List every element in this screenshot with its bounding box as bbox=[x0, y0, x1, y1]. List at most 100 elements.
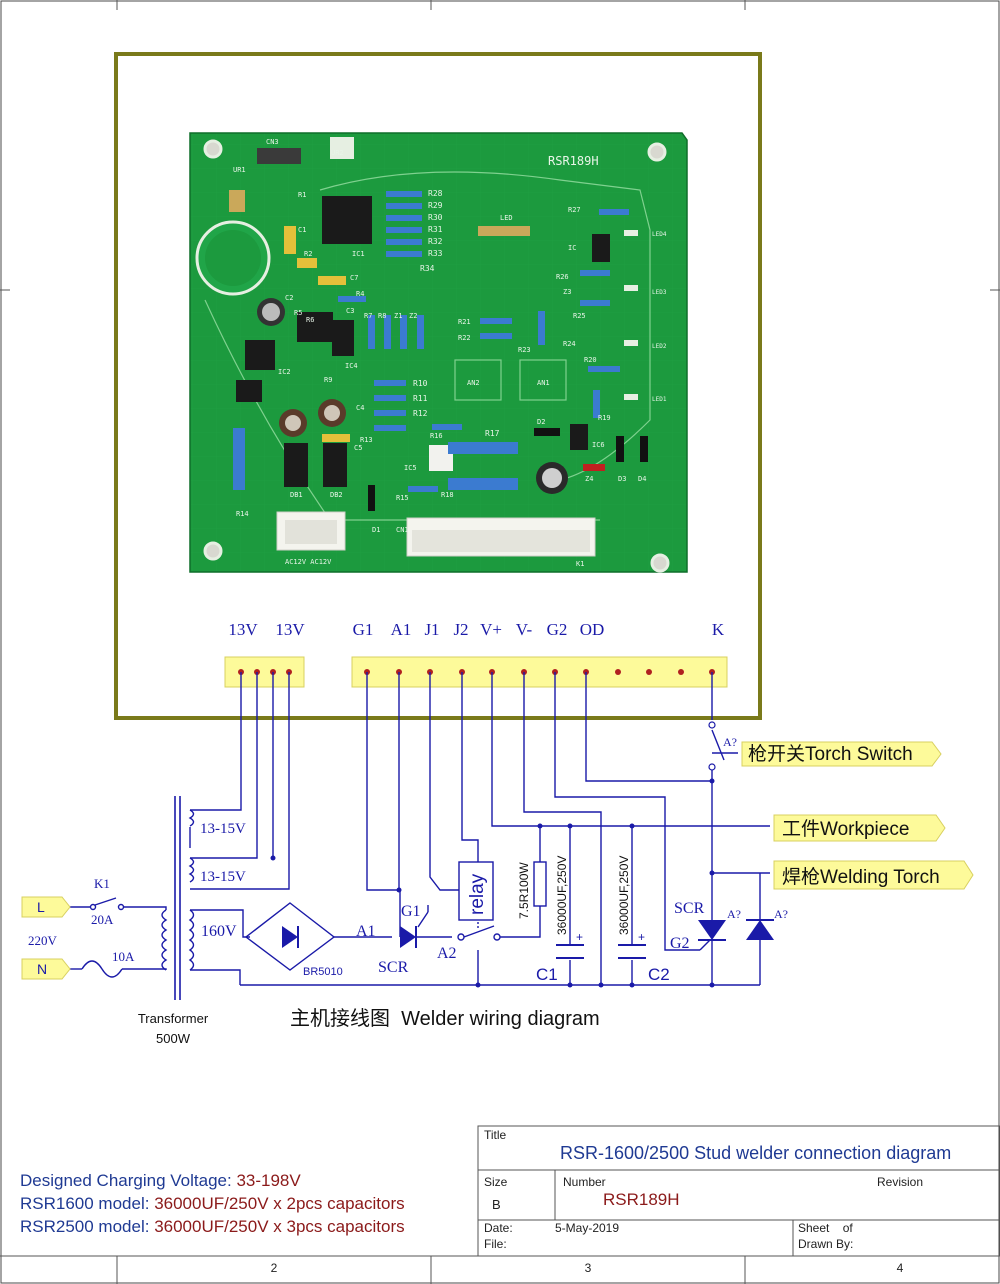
pin-label-13v: 13V bbox=[275, 620, 305, 639]
pcb-label: R5 bbox=[294, 309, 302, 317]
cap1-label: C1 bbox=[536, 965, 558, 984]
revision-label: Revision bbox=[877, 1175, 923, 1189]
date-label: Date: bbox=[484, 1221, 513, 1235]
date-value: 5-May-2019 bbox=[555, 1221, 619, 1235]
number-value: RSR189H bbox=[603, 1190, 680, 1209]
pcb-label: LED3 bbox=[652, 289, 667, 296]
pin-label-j1: J1 bbox=[424, 620, 439, 639]
line-l-tag: L bbox=[37, 899, 45, 915]
pcb-label: CN1 bbox=[396, 526, 409, 534]
pcb-label: IC6 bbox=[592, 441, 605, 449]
pin-label-v-minus: V- bbox=[516, 620, 533, 639]
pcb-label: R1 bbox=[298, 191, 306, 199]
pin-label-a1: A1 bbox=[391, 620, 412, 639]
pcb-label: D2 bbox=[537, 418, 545, 426]
note-label: RSR2500 model: bbox=[20, 1217, 154, 1236]
wiring bbox=[70, 672, 770, 1000]
workpiece-tag: 工件Workpiece bbox=[782, 818, 909, 840]
note-label: Designed Charging Voltage: bbox=[20, 1171, 236, 1190]
cap2-value: 36000UF,250V bbox=[617, 856, 631, 935]
secondary-label: 13-15V bbox=[200, 821, 246, 837]
plus-icon: + bbox=[576, 930, 583, 944]
cap2-label: C2 bbox=[648, 965, 670, 984]
relay-box bbox=[458, 861, 494, 921]
number-label: Number bbox=[563, 1175, 606, 1189]
pcb-label: R11 bbox=[413, 394, 428, 403]
connector-labels: 13V 13V G1 A1 J1 J2 V+ V- G2 OD K bbox=[228, 620, 725, 639]
pcb-label: R6 bbox=[306, 316, 314, 324]
resistor-label: 7.5R100W bbox=[517, 862, 531, 919]
pcb-label: R24 bbox=[563, 340, 576, 348]
scr-ref-label: A? bbox=[727, 907, 741, 921]
pcb-label: R15 bbox=[396, 494, 409, 502]
pcb-label: IC5 bbox=[404, 464, 417, 472]
size-value: B bbox=[492, 1197, 501, 1212]
pcb-label: Z1 bbox=[394, 312, 402, 320]
terminal-strip-left bbox=[224, 656, 305, 688]
note-rsr1600: RSR1600 model: 36000UF/250V x 2pcs capac… bbox=[20, 1194, 405, 1213]
line-n-tag: N bbox=[37, 961, 47, 977]
pcb-label: R7 bbox=[364, 312, 372, 320]
pcb-label: LED bbox=[500, 214, 513, 222]
cap1-value: 36000UF,250V bbox=[555, 856, 569, 935]
pcb-label: R20 bbox=[584, 356, 597, 364]
pcb-label: Z2 bbox=[409, 312, 417, 320]
note-label: RSR1600 model: bbox=[20, 1194, 154, 1213]
pcb-label: D3 bbox=[618, 475, 626, 483]
pcb-label: C1 bbox=[298, 226, 306, 234]
fuse-10a-label: 10A bbox=[112, 949, 135, 964]
scr-main-label: SCR bbox=[674, 900, 705, 917]
pcb-label: R8 bbox=[378, 312, 386, 320]
a1-label: A1 bbox=[356, 923, 376, 940]
fuse-20a-label: 20A bbox=[91, 912, 114, 927]
bridge-label: BR5010 bbox=[303, 966, 343, 978]
pcb-board: RSR189H CN3 UR2 UR1 R1 C1 IC1 R28 R29 R3… bbox=[189, 132, 688, 573]
tags bbox=[21, 741, 974, 980]
grid-number-2: 2 bbox=[271, 1261, 278, 1275]
pcb-label: LED1 bbox=[652, 396, 667, 403]
pcb-label: LED2 bbox=[652, 343, 667, 350]
pcb-label: R10 bbox=[413, 379, 428, 388]
sheet-label: Sheet of bbox=[798, 1221, 853, 1235]
pcb-label: R25 bbox=[573, 312, 586, 320]
pcb-label: DB2 bbox=[330, 491, 343, 499]
pcb-label: R17 bbox=[485, 429, 500, 438]
pcb-label: UR2 bbox=[331, 149, 344, 157]
pcb-label: R30 bbox=[428, 213, 443, 222]
pcb-label: R22 bbox=[458, 334, 471, 342]
welding-torch-tag: 焊枪Welding Torch bbox=[782, 866, 940, 888]
pcb-label: D4 bbox=[638, 475, 646, 483]
transformer-label: Transformer bbox=[138, 1011, 209, 1026]
pin-label-g1: G1 bbox=[353, 620, 374, 639]
pcb-label: Z4 bbox=[585, 475, 593, 483]
torch-switch-tag: 枪开关Torch Switch bbox=[748, 743, 913, 765]
pcb-label: R34 bbox=[420, 264, 435, 273]
pcb-label: D1 bbox=[372, 526, 380, 534]
pcb-label: R26 bbox=[556, 273, 569, 281]
terminal-strip-right bbox=[351, 656, 728, 688]
pcb-label: AN1 bbox=[537, 379, 550, 387]
pin-label-v-plus: V+ bbox=[480, 620, 502, 639]
pcb-label: R12 bbox=[413, 409, 428, 418]
pcb-label: C3 bbox=[346, 307, 354, 315]
pin-label-od: OD bbox=[580, 620, 605, 639]
title-label: Title bbox=[484, 1128, 507, 1142]
pin-label-j2: J2 bbox=[453, 620, 468, 639]
pcb-label: Z3 bbox=[563, 288, 571, 296]
title-value: RSR-1600/2500 Stud welder connection dia… bbox=[560, 1143, 951, 1163]
title-block: Title RSR-1600/2500 Stud welder connecti… bbox=[477, 1125, 1000, 1257]
note-rsr2500: RSR2500 model: 36000UF/250V x 3pcs capac… bbox=[20, 1217, 405, 1236]
pcb-label: IC4 bbox=[345, 362, 358, 370]
drawn-by-label: Drawn By: bbox=[798, 1237, 853, 1251]
pcb-label: IC2 bbox=[278, 368, 291, 376]
scr-label: SCR bbox=[378, 959, 409, 976]
k1-label: K1 bbox=[94, 876, 110, 891]
pcb-board-name: RSR189H bbox=[548, 154, 599, 168]
pcb-label: C5 bbox=[354, 444, 362, 452]
resistor-body bbox=[533, 861, 547, 907]
pcb-label: R23 bbox=[518, 346, 531, 354]
pcb-label: R13 bbox=[360, 436, 373, 444]
pcb-label: R4 bbox=[356, 290, 364, 298]
pcb-label: R2 bbox=[304, 250, 312, 258]
